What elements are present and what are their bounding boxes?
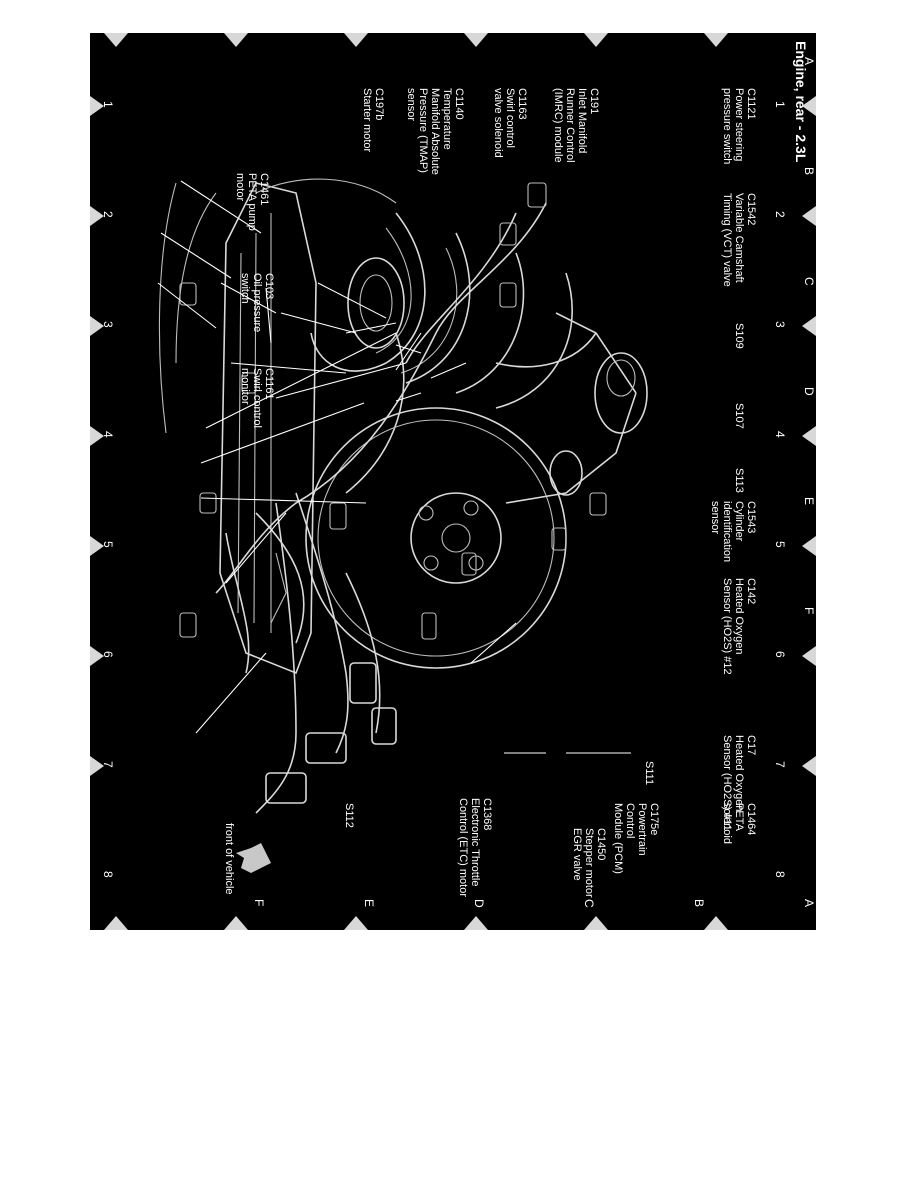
- label-c1461: C1461 PETA pump motor: [234, 173, 270, 234]
- border-letter-e-end: E: [362, 899, 376, 907]
- border-letter-b-end: B: [692, 899, 706, 907]
- diagram-title: Engine, rear - 2.3L: [793, 41, 809, 163]
- label-c1543: C1543 Cylinder identification sensor: [709, 501, 757, 565]
- border-number-3-bottom: 3: [101, 321, 115, 328]
- border-letter-d-end: D: [472, 899, 486, 908]
- border-number-3-top: 3: [773, 321, 787, 328]
- label-c1368: C1368 Electronic Throttle Control (ETC) …: [457, 798, 493, 897]
- border-letter-b-start: B: [802, 167, 816, 175]
- label-s113: S113: [733, 468, 745, 493]
- label-front-of-vehicle: front of vehicle: [223, 823, 235, 895]
- label-c17: C17 Heated Oxygen Sensor (HO2S) #11: [721, 735, 757, 831]
- border-letter-c-start: C: [802, 277, 816, 286]
- label-c103: C103 Oil pressure switch: [239, 273, 275, 335]
- border-letter-e-start: E: [802, 497, 816, 505]
- border-letter-f-start: F: [802, 607, 816, 614]
- border-number-4-top: 4: [773, 431, 787, 438]
- engine-diagram: Engine, rear - 2.3L: [90, 33, 816, 930]
- border-number-6-top: 6: [773, 651, 787, 658]
- engine-illustration: [158, 178, 648, 814]
- border-letter-d-start: D: [802, 387, 816, 396]
- diagram-frame: Engine, rear - 2.3L: [90, 33, 816, 930]
- label-c175e: C175e Powertrain Control Module (PCM): [612, 803, 660, 874]
- border-letter-c-end: C: [582, 899, 596, 908]
- border-number-7-bottom: 7: [101, 761, 115, 768]
- label-c142: C142 Heated Oxygen Sensor (HO2S) #12: [721, 578, 757, 675]
- border-letter-a-end: A: [802, 899, 816, 907]
- border-number-8-top: 8: [773, 871, 787, 878]
- label-c1542: C1542 Variable Camshaft Timing (VCT) val…: [721, 193, 757, 287]
- label-s109: S109: [733, 323, 745, 349]
- border-number-1-top: 1: [773, 101, 787, 108]
- border-number-4-bottom: 4: [101, 431, 115, 438]
- border-number-2-top: 2: [773, 211, 787, 218]
- border-letter-f-end: F: [252, 899, 266, 906]
- label-s111: S111: [643, 761, 655, 785]
- label-s107: S107: [733, 403, 745, 429]
- label-s112: S112: [343, 803, 355, 828]
- border-number-8-bottom: 8: [101, 871, 115, 878]
- border-letter-a-start: A: [802, 57, 816, 65]
- label-c191: C191 Inlet Manifold Runner Control (IMRC…: [552, 88, 600, 166]
- label-c197b: C197b Starter motor: [361, 88, 385, 153]
- border-number-1-bottom: 1: [101, 101, 115, 108]
- label-c1163: C1163 Swirl control valve solenoid: [492, 88, 528, 158]
- label-c1161: C1161 Swirl control monitor: [239, 368, 275, 431]
- front-of-vehicle-arrow: [236, 843, 271, 873]
- border-triangles: [90, 33, 816, 930]
- label-c1450: C1450 Stepper motor EGR valve: [571, 828, 607, 901]
- border-number-5-top: 5: [773, 541, 787, 548]
- leader-lines: [157, 180, 631, 754]
- label-c1121: C1121 Power steering pressure switch: [721, 88, 757, 164]
- border-number-5-bottom: 5: [101, 541, 115, 548]
- border-number-7-top: 7: [773, 761, 787, 768]
- border-number-6-bottom: 6: [101, 651, 115, 658]
- border-number-2-bottom: 2: [101, 211, 115, 218]
- label-c1464: C1464 PETA solenoid: [721, 803, 757, 844]
- label-c1140: C1140 Temperature Manifold Absolute Pres…: [405, 88, 465, 178]
